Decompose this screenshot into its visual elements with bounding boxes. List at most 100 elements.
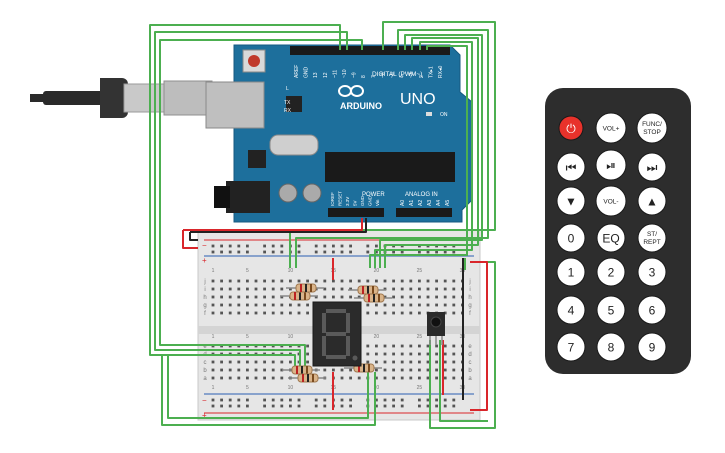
breadboard-hole[interactable]	[340, 376, 344, 380]
breadboard-hole[interactable]	[452, 344, 456, 348]
rail-hole[interactable]	[263, 404, 266, 408]
breadboard-hole[interactable]	[289, 360, 292, 364]
rail-hole[interactable]	[237, 398, 241, 402]
breadboard-hole[interactable]	[366, 352, 370, 356]
breadboard-hole[interactable]	[323, 287, 327, 291]
breadboard-hole[interactable]	[228, 287, 232, 291]
rail-hole[interactable]	[289, 398, 292, 402]
breadboard-hole[interactable]	[357, 295, 361, 299]
rail-hole[interactable]	[332, 250, 335, 254]
rail-hole[interactable]	[297, 398, 301, 402]
breadboard-hole[interactable]	[375, 368, 378, 372]
rail-hole[interactable]	[452, 250, 456, 254]
rail-hole[interactable]	[323, 398, 327, 402]
remote-button-seven[interactable]: 7	[556, 332, 586, 362]
rail-hole[interactable]	[220, 404, 223, 408]
breadboard-hole[interactable]	[332, 287, 335, 291]
breadboard-hole[interactable]	[289, 311, 292, 315]
remote-button-zero[interactable]: 0	[556, 223, 586, 253]
breadboard-hole[interactable]	[418, 279, 421, 283]
remote-button-play-pause[interactable]: ⏯	[595, 149, 627, 181]
breadboard-hole[interactable]	[280, 303, 284, 307]
breadboard-hole[interactable]	[435, 376, 438, 380]
rail-hole[interactable]	[237, 244, 241, 248]
remote-button-up[interactable]: ▲	[637, 186, 667, 216]
breadboard-hole[interactable]	[375, 352, 378, 356]
breadboard-hole[interactable]	[237, 368, 241, 372]
breadboard-hole[interactable]	[280, 376, 284, 380]
remote-button-func-stop[interactable]: FUNC/STOP	[636, 112, 668, 144]
breadboard-hole[interactable]	[340, 279, 344, 283]
remote-button-st-rept[interactable]: ST/REPT	[637, 223, 667, 253]
breadboard-hole[interactable]	[383, 344, 387, 348]
remote-button-six[interactable]: 6	[637, 295, 667, 325]
breadboard-hole[interactable]	[426, 352, 430, 356]
breadboard-hole[interactable]	[289, 279, 292, 283]
breadboard-hole[interactable]	[211, 303, 215, 307]
rail-hole[interactable]	[443, 404, 447, 408]
rail-hole[interactable]	[349, 250, 352, 254]
breadboard-hole[interactable]	[409, 311, 413, 315]
rail-hole[interactable]	[237, 404, 241, 408]
breadboard-hole[interactable]	[400, 303, 404, 307]
breadboard-hole[interactable]	[246, 287, 249, 291]
breadboard-hole[interactable]	[349, 368, 352, 372]
breadboard-hole[interactable]	[340, 368, 344, 372]
rail-hole[interactable]	[418, 404, 421, 408]
breadboard-hole[interactable]	[418, 352, 421, 356]
breadboard-hole[interactable]	[375, 311, 378, 315]
breadboard-hole[interactable]	[340, 295, 344, 299]
breadboard-hole[interactable]	[263, 311, 266, 315]
rail-hole[interactable]	[297, 250, 301, 254]
breadboard-hole[interactable]	[323, 368, 327, 372]
rail-hole[interactable]	[375, 398, 378, 402]
breadboard-hole[interactable]	[323, 295, 327, 299]
rail-hole[interactable]	[349, 244, 352, 248]
breadboard-hole[interactable]	[443, 295, 447, 299]
breadboard-hole[interactable]	[254, 279, 258, 283]
remote-button-five[interactable]: 5	[596, 295, 626, 325]
breadboard-hole[interactable]	[400, 279, 404, 283]
rail-hole[interactable]	[246, 244, 249, 248]
breadboard-hole[interactable]	[409, 360, 413, 364]
rail-hole[interactable]	[383, 404, 387, 408]
rail-hole[interactable]	[220, 398, 223, 402]
breadboard-hole[interactable]	[280, 295, 284, 299]
breadboard-hole[interactable]	[426, 368, 430, 372]
breadboard-hole[interactable]	[297, 279, 301, 283]
rail-hole[interactable]	[349, 398, 352, 402]
rail-hole[interactable]	[211, 250, 215, 254]
breadboard-hole[interactable]	[297, 311, 301, 315]
breadboard-hole[interactable]	[392, 287, 395, 291]
rail-hole[interactable]	[340, 244, 344, 248]
breadboard-hole[interactable]	[332, 295, 335, 299]
breadboard-hole[interactable]	[280, 311, 284, 315]
rail-hole[interactable]	[271, 250, 275, 254]
breadboard-hole[interactable]	[220, 303, 223, 307]
rail-hole[interactable]	[246, 250, 249, 254]
breadboard-hole[interactable]	[435, 295, 438, 299]
breadboard-hole[interactable]	[228, 368, 232, 372]
breadboard-hole[interactable]	[435, 368, 438, 372]
breadboard-hole[interactable]	[409, 352, 413, 356]
rail-hole[interactable]	[211, 404, 215, 408]
rail-hole[interactable]	[375, 250, 378, 254]
breadboard-hole[interactable]	[426, 303, 430, 307]
breadboard-hole[interactable]	[375, 376, 378, 380]
rail-hole[interactable]	[418, 398, 421, 402]
breadboard-hole[interactable]	[349, 295, 352, 299]
breadboard-hole[interactable]	[452, 352, 456, 356]
breadboard-hole[interactable]	[409, 295, 413, 299]
remote-button-eq[interactable]: EQ	[596, 223, 626, 253]
breadboard-hole[interactable]	[426, 360, 430, 364]
breadboard-hole[interactable]	[400, 311, 404, 315]
breadboard-hole[interactable]	[400, 352, 404, 356]
breadboard-hole[interactable]	[228, 360, 232, 364]
breadboard-hole[interactable]	[443, 360, 447, 364]
rail-hole[interactable]	[340, 404, 344, 408]
rail-hole[interactable]	[297, 244, 301, 248]
rail-hole[interactable]	[263, 398, 266, 402]
breadboard-hole[interactable]	[400, 287, 404, 291]
breadboard-hole[interactable]	[211, 311, 215, 315]
remote-button-vol-up[interactable]: VOL+	[595, 112, 627, 144]
